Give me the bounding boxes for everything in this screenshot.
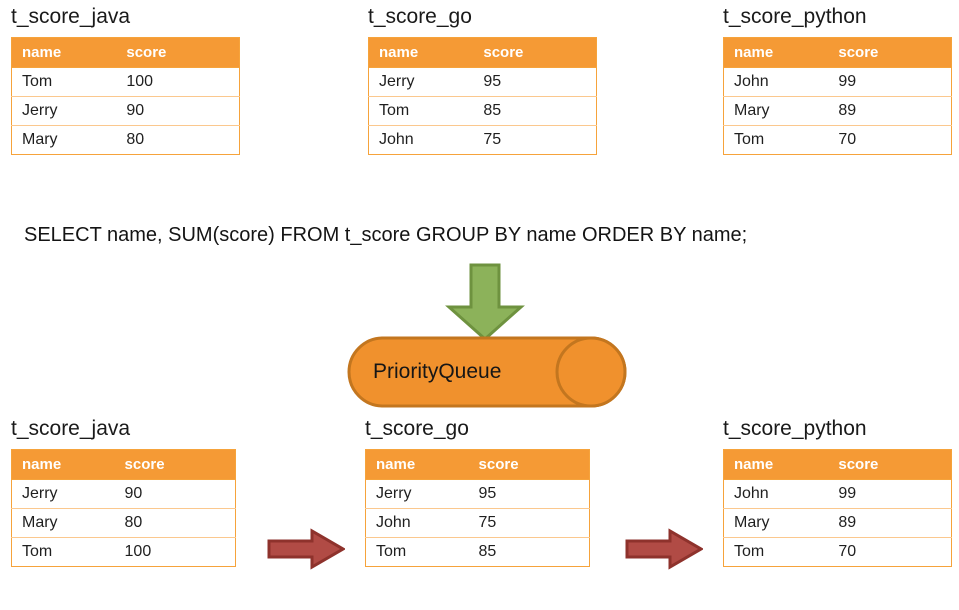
- flow-arrow-right-icon: [625, 528, 703, 570]
- table-header-row: name score: [723, 37, 952, 68]
- table-title: t_score_java: [11, 5, 131, 28]
- cell-name: Mary: [11, 508, 115, 538]
- table-row: Tom 70: [723, 537, 952, 567]
- table-row: Jerry 90: [11, 96, 240, 126]
- table-row: Tom 100: [11, 537, 236, 567]
- table-row: John 99: [723, 479, 952, 509]
- column-header-score: score: [828, 449, 952, 480]
- table-header-row: name score: [365, 449, 590, 480]
- column-header-score: score: [114, 449, 236, 480]
- table-header-row: name score: [723, 449, 952, 480]
- column-header-score: score: [468, 449, 590, 480]
- cell-score: 95: [473, 67, 597, 97]
- cell-name: Tom: [368, 96, 474, 126]
- table-row: Mary 89: [723, 508, 952, 538]
- table-row: Mary 80: [11, 125, 240, 155]
- cell-score: 100: [114, 537, 236, 567]
- cell-score: 100: [116, 67, 240, 97]
- table-row: Tom 70: [723, 125, 952, 155]
- column-header-score: score: [828, 37, 952, 68]
- cell-name: Mary: [11, 125, 117, 155]
- column-header-name: name: [723, 449, 829, 480]
- cell-name: Jerry: [11, 479, 115, 509]
- cell-score: 85: [473, 96, 597, 126]
- table-row: Mary 80: [11, 508, 236, 538]
- cell-name: John: [723, 479, 829, 509]
- cell-score: 89: [828, 508, 952, 538]
- green-down-arrow-icon: [445, 263, 525, 341]
- table-block-top-go: t_score_go name score Jerry 95 Tom 85 Jo…: [368, 4, 597, 155]
- cell-name: John: [723, 67, 829, 97]
- cell-score: 99: [828, 479, 952, 509]
- score-table: name score John 99 Mary 89 Tom 70: [723, 37, 952, 155]
- cell-name: Jerry: [11, 96, 117, 126]
- column-header-name: name: [11, 37, 117, 68]
- column-header-score: score: [116, 37, 240, 68]
- cell-score: 70: [828, 537, 952, 567]
- table-row: Tom 100: [11, 67, 240, 97]
- cell-name: Mary: [723, 508, 829, 538]
- table-block-bottom-go: t_score_go name score Jerry 95 John 75 T…: [365, 416, 590, 567]
- cell-name: Tom: [11, 537, 115, 567]
- cell-score: 99: [828, 67, 952, 97]
- table-row: Jerry 90: [11, 479, 236, 509]
- cell-score: 70: [828, 125, 952, 155]
- cell-name: Jerry: [365, 479, 469, 509]
- table-row: Jerry 95: [368, 67, 597, 97]
- column-header-name: name: [723, 37, 829, 68]
- table-row: Mary 89: [723, 96, 952, 126]
- table-block-bottom-java: t_score_java name score Jerry 90 Mary 80: [11, 416, 236, 567]
- score-table: name score Jerry 90 Mary 80 Tom 100: [11, 449, 236, 567]
- table-header-row: name score: [11, 37, 240, 68]
- cell-score: 75: [473, 125, 597, 155]
- column-header-name: name: [365, 449, 469, 480]
- cell-name: Jerry: [368, 67, 474, 97]
- cell-name: Tom: [11, 67, 117, 97]
- table-title: t_score_python: [723, 5, 867, 28]
- column-header-name: name: [11, 449, 115, 480]
- table-block-top-python: t_score_python name score John 99 Mary 8…: [723, 4, 952, 155]
- score-table: name score John 99 Mary 89 Tom 70: [723, 449, 952, 567]
- priority-queue-cylinder: [347, 336, 627, 408]
- table-block-bottom-python: t_score_python name score John 99 Mary 8…: [723, 416, 952, 567]
- cell-name: John: [365, 508, 469, 538]
- cell-score: 85: [468, 537, 590, 567]
- table-title: t_score_go: [368, 5, 472, 28]
- table-title: t_score_java: [11, 417, 131, 440]
- cell-score: 90: [114, 479, 236, 509]
- table-header-row: name score: [11, 449, 236, 480]
- table-header-row: name score: [368, 37, 597, 68]
- table-row: Jerry 95: [365, 479, 590, 509]
- table-row: John 75: [365, 508, 590, 538]
- sql-statement: SELECT name, SUM(score) FROM t_score GRO…: [24, 224, 748, 246]
- table-row: John 75: [368, 125, 597, 155]
- cell-name: Tom: [723, 537, 829, 567]
- column-header-score: score: [473, 37, 597, 68]
- column-header-name: name: [368, 37, 474, 68]
- table-row: John 99: [723, 67, 952, 97]
- table-row: Tom 85: [365, 537, 590, 567]
- score-table: name score Jerry 95 Tom 85 John 75: [368, 37, 597, 155]
- score-table: name score Tom 100 Jerry 90 Mary 80: [11, 37, 240, 155]
- table-row: Tom 85: [368, 96, 597, 126]
- cell-score: 90: [116, 96, 240, 126]
- cell-score: 80: [114, 508, 236, 538]
- cell-name: Mary: [723, 96, 829, 126]
- cell-name: Tom: [365, 537, 469, 567]
- flow-arrow-right-icon: [267, 528, 345, 570]
- cell-score: 75: [468, 508, 590, 538]
- table-title: t_score_python: [723, 417, 867, 440]
- cell-score: 89: [828, 96, 952, 126]
- cell-name: Tom: [723, 125, 829, 155]
- cell-score: 80: [116, 125, 240, 155]
- cell-score: 95: [468, 479, 590, 509]
- cell-name: John: [368, 125, 474, 155]
- table-title: t_score_go: [365, 417, 469, 440]
- table-block-top-java: t_score_java name score Tom 100 Jerry 90: [11, 4, 240, 155]
- score-table: name score Jerry 95 John 75 Tom 85: [365, 449, 590, 567]
